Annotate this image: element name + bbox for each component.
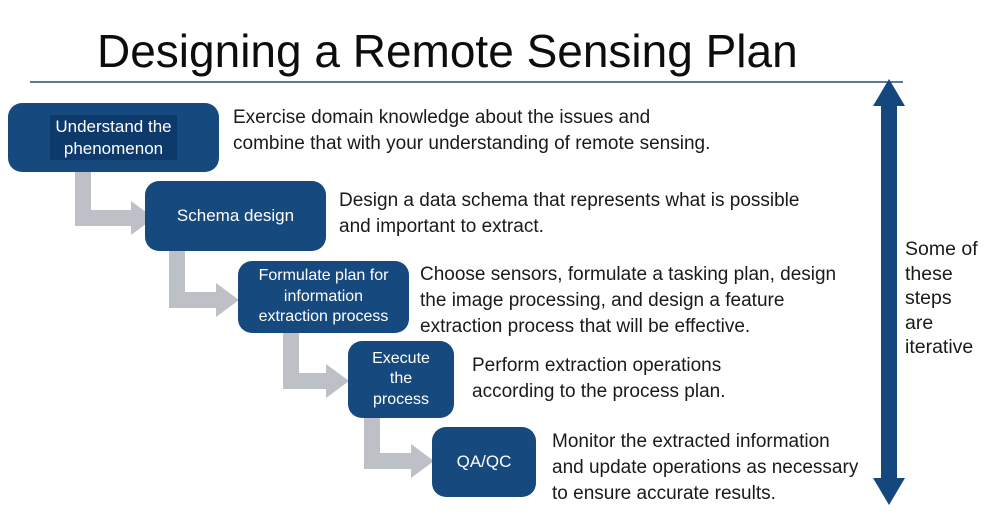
step-box-formulate-plan: Formulate plan for information extractio… [238, 261, 409, 333]
page-title: Designing a Remote Sensing Plan [97, 25, 798, 77]
step-description-3: Choose sensors, formulate a tasking plan… [420, 264, 837, 337]
double-headed-arrow-icon [873, 79, 905, 505]
elbow-arrow-icon-1 [75, 170, 154, 235]
step-label: Formulate plan for information extractio… [258, 267, 389, 326]
elbow-arrow-icon-3 [283, 331, 349, 398]
step-box-execute-process: Execute the process [348, 341, 454, 418]
step-box-qa-qc: QA/QC [432, 427, 536, 497]
title-underline [30, 81, 903, 83]
step-description-2: Design a data schema that represents wha… [339, 190, 800, 237]
step-label: QA/QC [456, 452, 512, 472]
step-description-1: Exercise domain knowledge about the issu… [233, 107, 711, 154]
step-box-understand-phenomenon: Understand the phenomenon [8, 103, 219, 172]
step-description-4: Perform extraction operations according … [472, 355, 726, 402]
step-description-5: Monitor the extracted information and up… [552, 431, 859, 504]
step-box-schema-design: Schema design [145, 181, 326, 251]
elbow-arrow-icon-4 [364, 415, 434, 478]
step-label: Understand the phenomenon [50, 114, 177, 161]
side-note-iterative: Some of these steps are iterative [905, 238, 978, 358]
elbow-arrow-icon-2 [169, 248, 239, 317]
step-label: Schema design [176, 206, 295, 226]
step-label: Execute the process [372, 349, 430, 408]
